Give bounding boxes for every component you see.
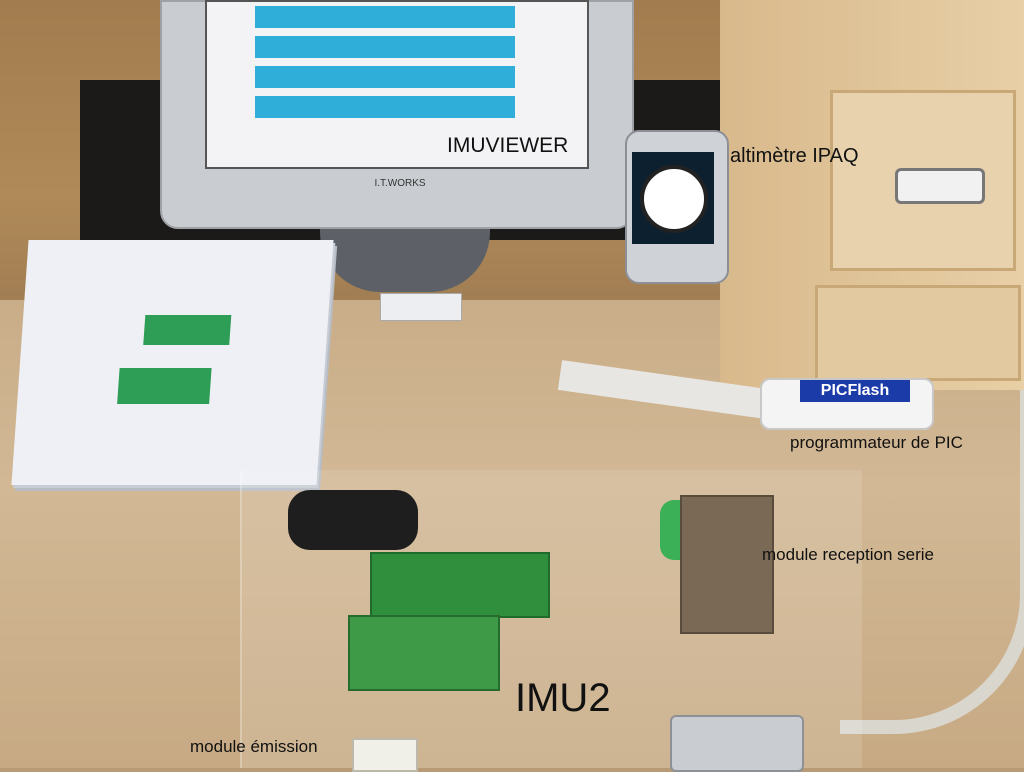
pcb-drawing xyxy=(117,368,212,404)
db9-connector xyxy=(670,715,804,772)
bare-pcb xyxy=(370,552,550,618)
paper-stack xyxy=(11,240,334,485)
pcb-drawing xyxy=(143,315,232,345)
label-imuviewer: IMUVIEWER xyxy=(447,134,569,157)
monitor-stand xyxy=(320,222,490,292)
usb-stick xyxy=(380,293,462,321)
battery-pack xyxy=(288,490,418,550)
signal-bar xyxy=(255,36,515,58)
label-imu2: IMU2 xyxy=(515,676,611,720)
label-reception: module reception serie xyxy=(762,545,934,564)
signal-bar xyxy=(255,6,515,28)
emission-module xyxy=(352,738,418,772)
cabinet-drawer-bottom xyxy=(815,285,1021,381)
drawer-handle xyxy=(895,168,985,204)
signal-bar xyxy=(255,66,515,88)
altimeter-dial xyxy=(640,165,708,233)
receiver-board xyxy=(680,495,774,634)
signal-bar xyxy=(255,96,515,118)
label-emission: module émission xyxy=(190,737,318,756)
monitor-screen xyxy=(205,0,589,169)
label-programmateur: programmateur de PIC xyxy=(790,433,963,452)
monitor-brand: I.T.WORKS xyxy=(374,178,426,189)
label-altimetre: altimètre IPAQ xyxy=(730,145,859,167)
imu2-board xyxy=(348,615,500,691)
